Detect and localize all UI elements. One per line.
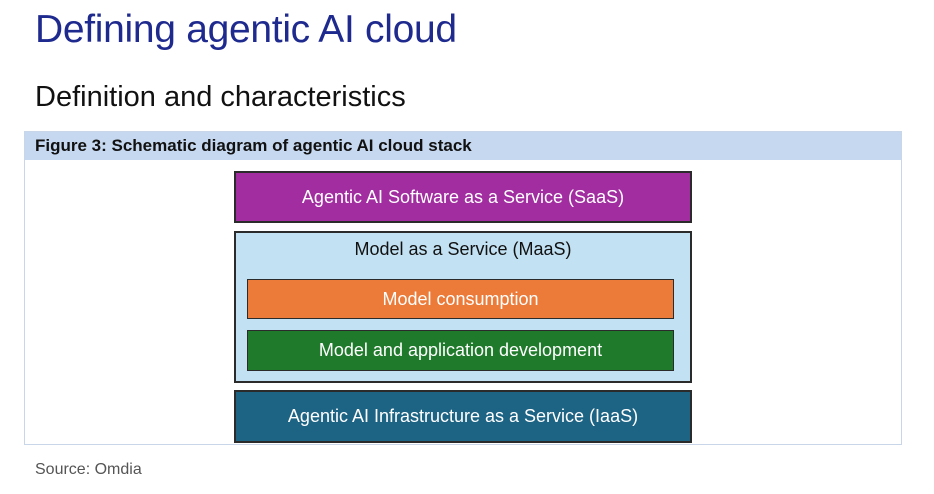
saas-layer: Agentic AI Software as a Service (SaaS) [234,171,692,223]
maas-label: Model as a Service (MaaS) [354,239,572,259]
source-note: Source: Omdia [35,461,142,478]
slide-subtitle: Definition and characteristics [35,81,406,113]
model-consumption-layer: Model consumption [247,279,674,319]
figure-caption: Figure 3: Schematic diagram of agentic A… [25,132,901,160]
slide-title: Defining agentic AI cloud [35,8,457,51]
iaas-layer: Agentic AI Infrastructure as a Service (… [234,390,692,443]
model-development-layer: Model and application development [247,330,674,371]
